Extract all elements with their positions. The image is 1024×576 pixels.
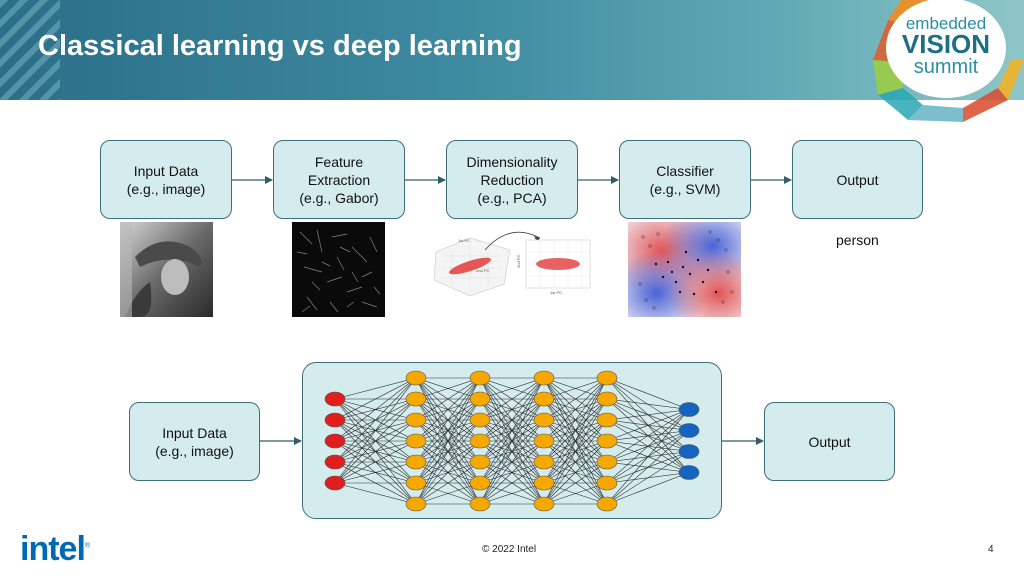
input-image-thumbnail — [120, 222, 213, 317]
box-classifier-line1: Classifier — [656, 162, 714, 179]
box-output-deep-label: Output — [808, 433, 851, 450]
pca-label-2nd-pc-3d: 2nd PC — [476, 268, 489, 273]
svm-decision-thumbnail — [628, 222, 741, 317]
logo-text-embedded: embedded — [906, 14, 986, 33]
box-dimred-line3: (e.g., PCA) — [477, 189, 547, 206]
feature-map-thumbnail — [292, 222, 385, 317]
box-feature-line3: (e.g., Gabor) — [299, 189, 379, 206]
header-stripe-pattern — [0, 0, 60, 100]
pca-scatter-thumbnail: 1st PC 2nd PC 2nd PC 1st PC — [433, 231, 591, 296]
embedded-vision-summit-logo: embedded VISION summit — [873, 0, 1024, 122]
box-feature-extraction: Feature Extraction (e.g., Gabor) — [273, 140, 405, 219]
box-dimred-line1: Dimensionality — [466, 153, 558, 170]
page-number: 4 — [988, 544, 994, 555]
box-input-data-deep: Input Data (e.g., image) — [129, 402, 260, 481]
pca-label-2nd-pc-2d: 2nd PC — [516, 255, 521, 268]
header-bar: Classical learning vs deep learning — [0, 0, 1024, 100]
box-dimred-line2: Reduction — [480, 171, 544, 188]
box-classifier: Classifier (e.g., SVM) — [619, 140, 751, 219]
box-feature-line1: Feature — [314, 153, 364, 170]
box-classifier-line2: (e.g., SVM) — [649, 180, 721, 197]
pca-label-1st-pc-3d: 1st PC — [458, 238, 470, 243]
box-input-deep-line2: (e.g., image) — [155, 442, 234, 459]
box-output-deep: Output — [764, 402, 895, 481]
logo-text-vision: VISION — [902, 29, 990, 59]
output-label-person: person — [836, 232, 879, 248]
box-input-data-line1: Input Data — [133, 162, 199, 179]
box-feature-line2: Extraction — [307, 171, 371, 188]
box-input-data: Input Data (e.g., image) — [100, 140, 232, 219]
pca-label-1st-pc-2d: 1st PC — [550, 290, 562, 295]
logo-text-summit: summit — [914, 56, 979, 78]
box-input-data-line2: (e.g., image) — [126, 180, 206, 197]
box-input-deep-line1: Input Data — [162, 424, 227, 441]
box-output-classical: Output — [792, 140, 923, 219]
intel-logo: intel® — [20, 530, 90, 568]
box-output-classical-label: Output — [836, 171, 879, 188]
box-dimensionality-reduction: Dimensionality Reduction (e.g., PCA) — [446, 140, 578, 219]
neural-network-panel — [302, 362, 722, 519]
intel-logo-text: intel — [20, 530, 86, 568]
slide-title: Classical learning vs deep learning — [38, 30, 522, 62]
copyright-text: © 2022 Intel — [482, 544, 537, 555]
